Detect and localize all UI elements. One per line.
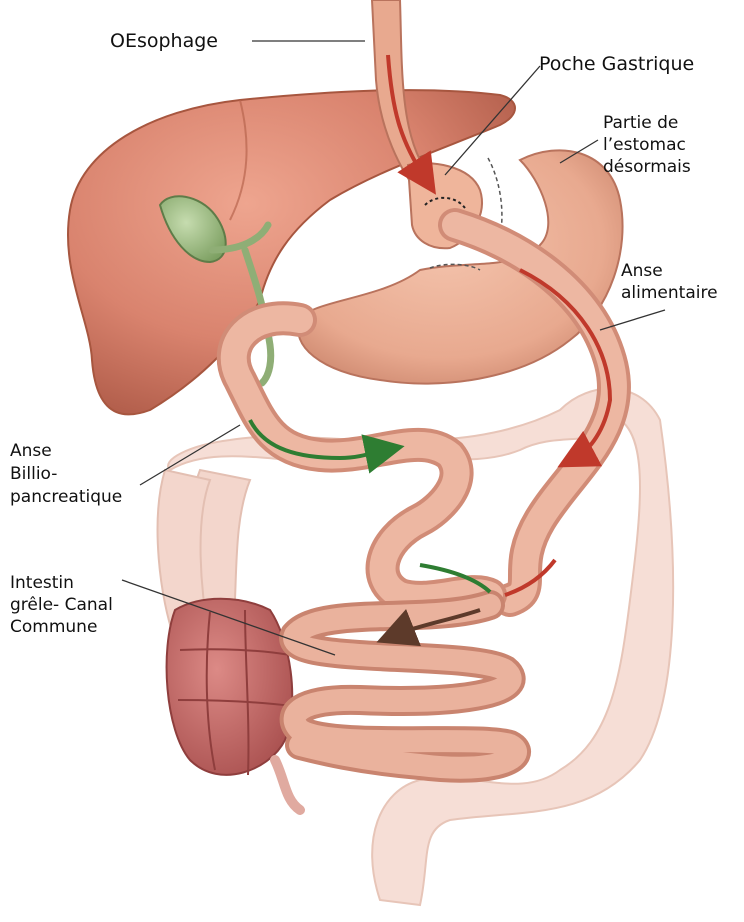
label-anse-billio: Anse Billio- pancreatique (10, 440, 122, 509)
label-partie-line3: désormais (603, 156, 691, 178)
label-alim-line1: Anse (621, 260, 718, 282)
label-partie-line2: l’estomac (603, 134, 691, 156)
label-billio-line2: Billio- (10, 463, 122, 486)
label-anse-alimentaire: Anse alimentaire (621, 260, 718, 304)
cecum (167, 599, 300, 810)
label-billio-line3: pancreatique (10, 486, 122, 509)
label-oesophage-text: OEsophage (110, 30, 218, 53)
label-poche-gastrique: Poche Gastrique (539, 53, 694, 76)
label-alim-line2: alimentaire (621, 282, 718, 304)
label-intestin-line1: Intestin (10, 572, 113, 594)
label-intestin: Intestin grêle- Canal Commune (10, 572, 113, 638)
label-intestin-line2: grêle- Canal (10, 594, 113, 616)
label-intestin-line3: Commune (10, 616, 113, 638)
label-poche-gastrique-text: Poche Gastrique (539, 53, 694, 76)
label-partie-line1: Partie de (603, 112, 691, 134)
label-billio-line1: Anse (10, 440, 122, 463)
label-oesophage: OEsophage (110, 30, 218, 53)
label-partie-estomac: Partie de l’estomac désormais (603, 112, 691, 178)
